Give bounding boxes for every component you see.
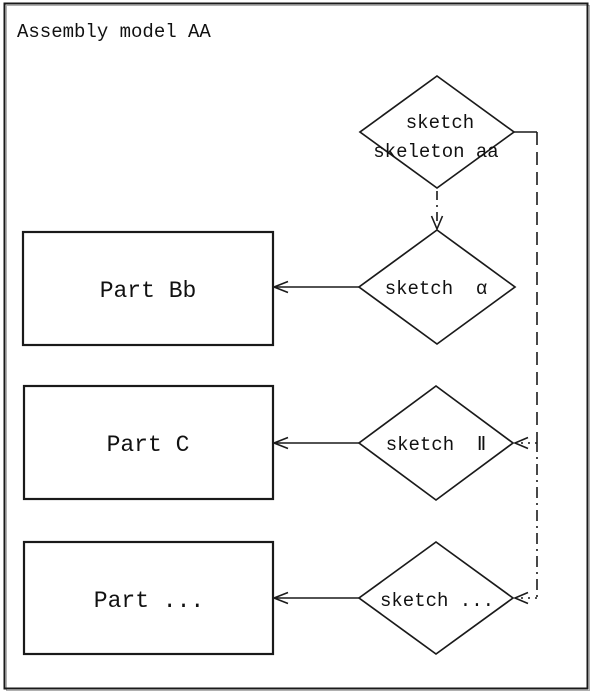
node-part-bb — [21, 230, 275, 347]
arrowhead-part-bb — [271, 280, 289, 294]
node-sketch-etc-label: sketch ... — [380, 590, 494, 612]
arrowhead-part-c — [271, 436, 289, 450]
node-sketch-alpha — [357, 228, 517, 346]
node-part-etc-label: Part ... — [94, 588, 204, 614]
node-sketch-etc — [357, 540, 515, 656]
node-sketch-skeleton-aa-label-line2: skeleton aa — [373, 141, 498, 163]
arrowhead-sketch-alpha — [430, 215, 444, 232]
arrowhead-sketch-ii — [512, 436, 529, 450]
node-part-c — [22, 384, 275, 501]
node-sketch-ii — [357, 384, 515, 502]
arrowhead-part-etc — [271, 591, 289, 605]
node-sketch-alpha-label: sketch α — [385, 278, 488, 300]
node-sketch-ii-label: sketch Ⅱ — [386, 434, 487, 456]
arrowhead-sketch-etc — [512, 591, 529, 605]
node-sketch-skeleton-aa-label-line1: sketch — [406, 112, 474, 134]
node-part-bb-label: Part Bb — [100, 278, 197, 304]
node-part-c-label: Part C — [107, 432, 190, 458]
frame-shadow — [6, 5, 590, 691]
assembly-frame — [3, 2, 589, 690]
node-sketch-skeleton-aa — [358, 74, 516, 190]
frame-title: Assembly model AA — [17, 21, 211, 43]
